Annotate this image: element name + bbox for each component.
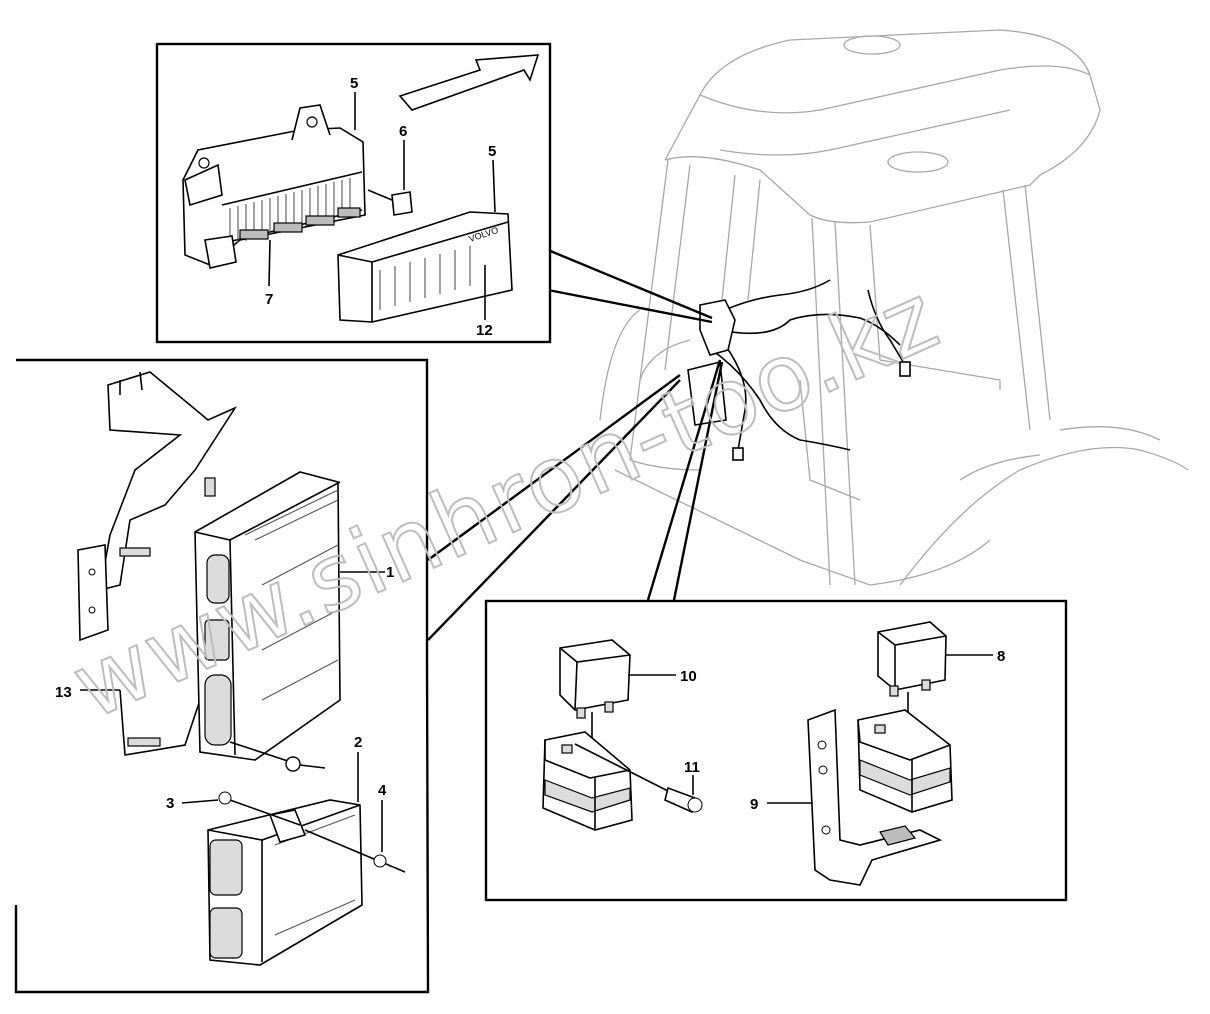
relay-8 (877, 621, 947, 725)
engine-control-unit (194, 471, 341, 772)
fuse-box-cover: VOLVO (337, 211, 513, 323)
fuse-box-panel: VOLVO 5 6 5 7 12 (155, 42, 552, 344)
fuse-carrier (182, 104, 366, 269)
callout-4: 4 (378, 782, 387, 799)
direction-arrow (398, 54, 540, 111)
ecu-panel: 1 13 2 3 4 (14, 358, 430, 994)
leader-lines (427, 248, 724, 641)
callout-6: 6 (399, 123, 407, 140)
relay-10 (559, 639, 631, 752)
callout-12: 12 (476, 322, 493, 339)
callout-10: 10 (680, 668, 697, 685)
relay-socket-10 (542, 731, 703, 831)
callout-2: 2 (354, 734, 362, 751)
callout-13: 13 (55, 684, 72, 701)
mini-fuse (391, 191, 413, 216)
callout-9: 9 (750, 796, 758, 813)
relay-bracket (807, 708, 943, 886)
callout-11: 11 (684, 759, 700, 776)
control-module (207, 791, 406, 966)
relay-panel: 10 11 8 9 (484, 599, 1068, 902)
mounting-bracket (77, 371, 238, 756)
callout-5b: 5 (488, 143, 496, 160)
callout-5: 5 (350, 75, 358, 92)
relay-socket-8 (857, 709, 953, 813)
machine-cab-illustration (599, 29, 1189, 586)
callout-3: 3 (166, 795, 174, 812)
callout-1: 1 (386, 564, 394, 581)
callout-8: 8 (997, 648, 1005, 665)
callout-7: 7 (265, 291, 273, 308)
